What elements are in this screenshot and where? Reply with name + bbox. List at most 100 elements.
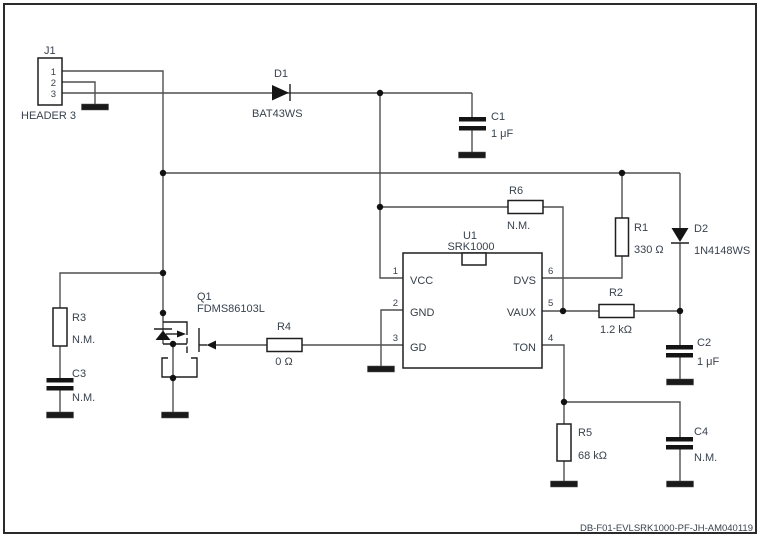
- r3-value: N.M.: [72, 334, 95, 346]
- c2-plate-bottom: [666, 353, 693, 358]
- c1-value: 1 μF: [491, 128, 514, 140]
- wire-ton-r5: [542, 344, 565, 481]
- ground-symbol-q1: [161, 411, 189, 419]
- u1-port-vcc: VCC: [410, 275, 433, 287]
- junction-dot: [159, 309, 167, 317]
- r5-body: [556, 423, 572, 462]
- capacitor-c3: C3 N.M.: [46, 368, 95, 419]
- wire-vcc-vertical: [379, 93, 403, 279]
- d2-value: 1N4148WS: [694, 245, 750, 257]
- junction-dot: [560, 398, 568, 406]
- u1-pin1-number: 1: [393, 266, 398, 277]
- r3-ref: R3: [72, 312, 86, 324]
- r6-body: [507, 199, 544, 215]
- wires: [57, 70, 681, 481]
- r1-value: 330 Ω: [634, 244, 664, 256]
- ground-symbol-c3: [46, 411, 74, 419]
- junction-dot: [376, 89, 384, 97]
- c3-value: N.M.: [72, 392, 95, 404]
- r6-value: N.M.: [507, 220, 530, 232]
- drawing-border: [3, 3, 757, 534]
- junction-dots: [159, 89, 684, 406]
- junction-dot: [169, 374, 177, 382]
- c2-ref: C2: [697, 337, 711, 349]
- d2-ref: D2: [694, 223, 708, 235]
- resistor-r5: R5 68 kΩ: [550, 423, 607, 488]
- q1-value: FDMS86103L: [197, 303, 265, 315]
- r4-body: [266, 337, 303, 353]
- junction-dot: [376, 203, 384, 211]
- d1-anode-triangle: [272, 85, 289, 101]
- wire-j1-pin1-vertical: [57, 70, 164, 344]
- r2-body: [598, 303, 635, 319]
- ground-symbol-c1: [458, 151, 486, 159]
- r1-ref: R1: [634, 222, 648, 234]
- c2-value: 1 μF: [697, 356, 720, 368]
- c1-plate-bottom: [459, 126, 486, 131]
- r6-ref: R6: [509, 185, 523, 197]
- c2-plate-top: [666, 345, 693, 350]
- j1-body: [37, 57, 63, 106]
- d1-ref: D1: [274, 68, 288, 80]
- d2-anode-triangle: [671, 228, 689, 242]
- wire-r1-dvs: [542, 173, 623, 279]
- q1-ref: Q1: [197, 291, 212, 303]
- capacitor-c1: C1 1 μF: [458, 111, 514, 159]
- q1-bodydiode-triangle: [155, 330, 171, 340]
- junction-dot: [676, 307, 684, 315]
- u1-port-ton: TON: [513, 342, 536, 354]
- c4-value: N.M.: [694, 452, 717, 464]
- mosfet-q1: Q1 FDMS86103L: [154, 291, 265, 419]
- j1-pin2-number: 2: [51, 78, 56, 89]
- connector-j1: 1 2 3 J1 HEADER 3: [21, 45, 109, 122]
- resistor-r3: R3 N.M.: [52, 307, 95, 347]
- r4-value: 0 Ω: [275, 356, 292, 368]
- ground-symbol-r5: [550, 480, 578, 488]
- q1-drain-stub: [163, 321, 188, 327]
- q1-second-fet-cup: [161, 357, 198, 378]
- capacitor-c2: C2 1 μF: [666, 337, 720, 386]
- c4-plate-bottom: [666, 445, 693, 450]
- j1-pin1-number: 1: [51, 67, 56, 78]
- wire-j1-pin2-gnd: [57, 81, 96, 104]
- u1-pin6-number: 6: [548, 266, 553, 277]
- ground-symbol-c2: [666, 378, 694, 386]
- d1-value: BAT43WS: [252, 108, 303, 120]
- r5-ref: R5: [578, 427, 592, 439]
- c4-ref: C4: [694, 426, 708, 438]
- r5-value: 68 kΩ: [578, 450, 607, 462]
- diode-d2: D2 1N4148WS: [671, 223, 750, 257]
- r1-body: [614, 217, 630, 257]
- u1-port-dvs: DVS: [513, 275, 536, 287]
- r3-body: [52, 307, 68, 347]
- c3-plate-bottom: [46, 386, 74, 391]
- u1-port-vaux: VAUX: [507, 307, 537, 319]
- wire-gnd-pin: [380, 309, 403, 366]
- j1-value: HEADER 3: [21, 110, 76, 122]
- capacitor-c4: C4 N.M.: [666, 426, 717, 488]
- wire-ton-c4: [564, 401, 681, 481]
- ground-symbol-c4: [666, 480, 694, 488]
- q1-body-arrow: [177, 330, 186, 338]
- wire-r3-c3-branch: [59, 272, 163, 412]
- j1-pin3-number: 3: [51, 89, 56, 100]
- u1-port-gd: GD: [410, 342, 427, 354]
- c4-plate-top: [666, 437, 693, 442]
- u1-pin4-number: 4: [548, 333, 553, 344]
- u1-pin3-number: 3: [393, 333, 398, 344]
- u1-pin5-number: 5: [548, 298, 553, 309]
- junction-dot: [169, 340, 177, 348]
- u1-pin2-number: 2: [393, 298, 398, 309]
- j1-ref: J1: [44, 45, 56, 57]
- r4-ref: R4: [277, 321, 291, 333]
- ground-symbol-u1-gnd: [367, 365, 395, 373]
- ground-symbol-j1: [81, 103, 109, 111]
- ic-u1: U1 SRK1000 1 2 3 6 5 4 VCC GND GD DVS VA…: [367, 230, 553, 373]
- u1-body: [402, 252, 543, 369]
- diode-d1: D1 BAT43WS: [252, 68, 303, 120]
- junction-dot: [559, 307, 567, 315]
- r2-ref: R2: [609, 287, 623, 299]
- q1-gate-arrow: [206, 340, 216, 350]
